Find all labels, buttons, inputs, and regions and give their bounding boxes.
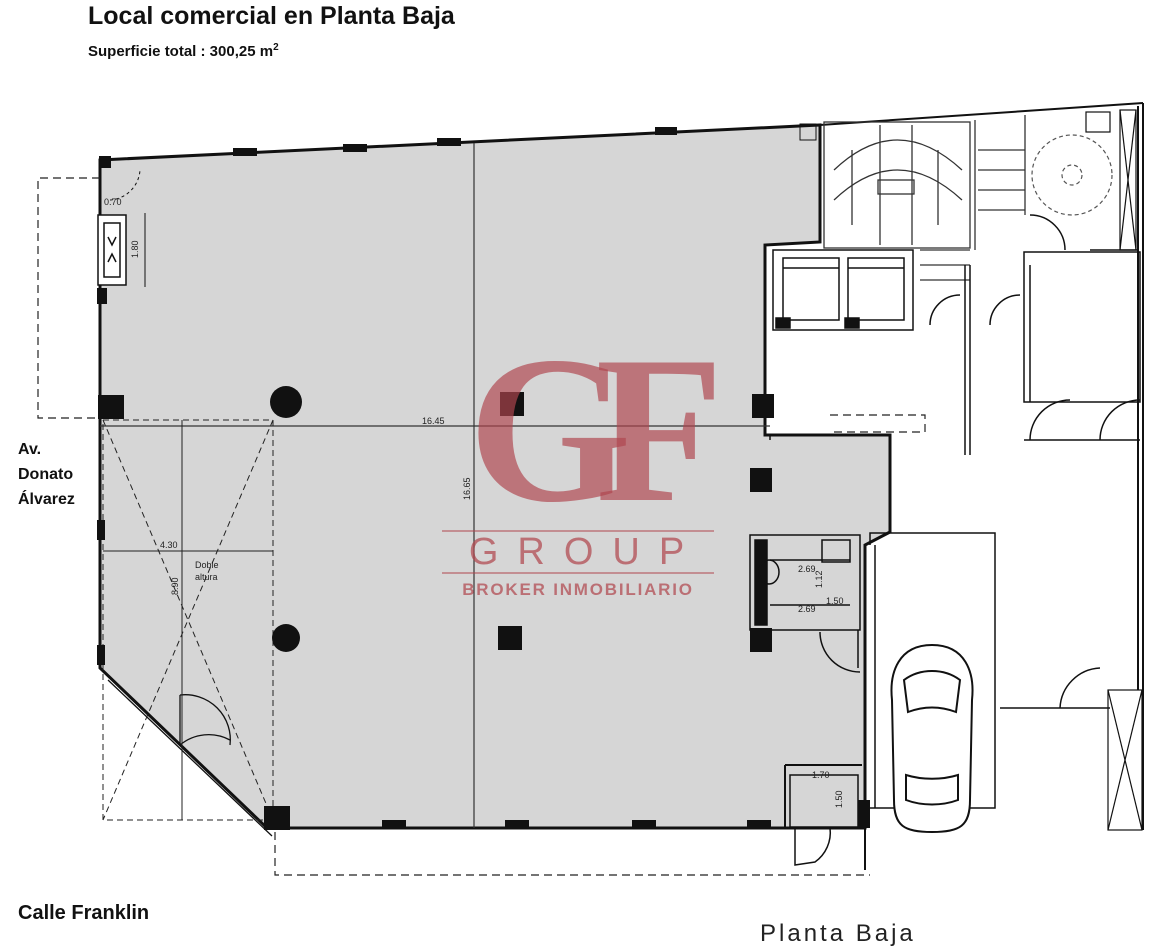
dimension-2-69-top: 2.69	[798, 564, 816, 574]
dimension-1-80: 1.80	[130, 240, 140, 258]
page-title: Local comercial en Planta Baja	[88, 2, 455, 30]
double-height-zone	[102, 419, 274, 821]
dimension-0-70: 0.70	[104, 197, 122, 207]
dimension-16-65: 16.65	[462, 477, 472, 500]
gf-group-watermark: GF GROUP BROKER INMOBILIARIO	[442, 314, 724, 600]
local-floor-area	[98, 123, 892, 830]
watermark-broker-text: BROKER INMOBILIARIO	[462, 580, 694, 599]
surface-unit-exponent: 2	[273, 42, 279, 53]
surface-total: Superficie total : 300,25 m2	[88, 42, 279, 60]
round-fixture	[1031, 134, 1113, 216]
service-shafts	[1085, 109, 1143, 831]
entrance-detail	[107, 679, 273, 837]
street-label-calle-franklin: Calle Franklin	[18, 902, 150, 924]
dimension-4-30: 4.30	[160, 540, 178, 550]
reference-lines	[100, 143, 770, 828]
dimension-2-69-bottom: 2.69	[798, 604, 816, 614]
street-left-line-3: Álvarez	[18, 491, 75, 508]
watermark-group-text: GROUP	[442, 530, 714, 574]
building-outline	[784, 102, 1144, 870]
duct-fixture	[97, 169, 146, 287]
stair-core	[823, 115, 1026, 281]
surface-text: Superficie total : 300,25 m	[88, 43, 274, 60]
parked-car	[890, 643, 974, 834]
dimension-16-45: 16.45	[422, 416, 445, 426]
doble-altura-line1: Doble	[195, 560, 219, 570]
columns	[97, 123, 870, 830]
dimension-1-70: 1.70	[812, 770, 830, 780]
bathroom	[749, 534, 861, 673]
overhang-lines	[37, 177, 926, 876]
doble-altura-line2: altura	[195, 572, 218, 582]
elevators	[772, 249, 914, 331]
street-label-av-donato-alvarez: Av. Donato Álvarez	[18, 437, 75, 512]
dimension-1-12: 1.12	[814, 570, 824, 588]
service-rooms	[769, 214, 1141, 709]
street-left-line-2: Donato	[18, 466, 74, 483]
dimension-1-50-bath: 1.50	[826, 596, 844, 606]
gf-logo-mark: GF	[468, 314, 724, 546]
street-left-line-1: Av.	[18, 441, 42, 458]
plan-level-label: Planta Baja	[760, 920, 916, 947]
dimension-1-50-storage: 1.50	[834, 790, 844, 808]
dimension-8-90: 8.90	[170, 577, 180, 595]
